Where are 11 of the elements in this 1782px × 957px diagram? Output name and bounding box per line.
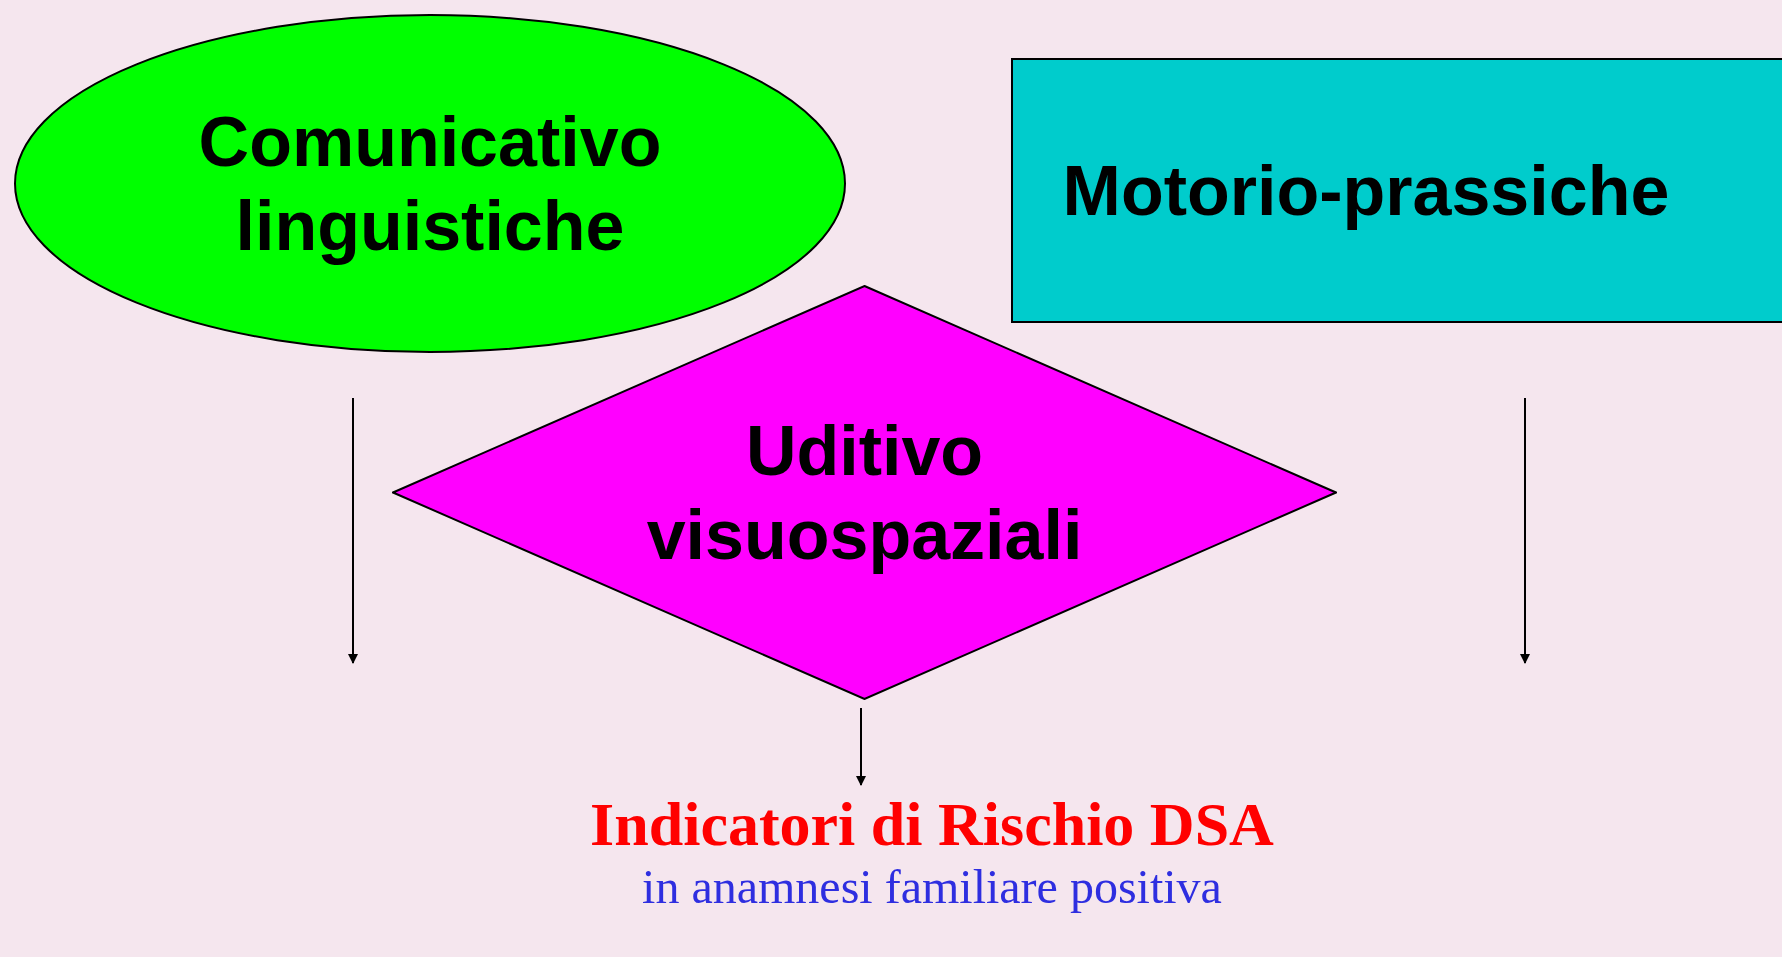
arrow bbox=[1520, 397, 1530, 664]
arrow bbox=[856, 707, 866, 786]
title-text: Indicatori di Rischio DSA bbox=[590, 790, 1274, 859]
node-label: Motorio-prassiche bbox=[1061, 150, 1671, 232]
decision-diamond bbox=[392, 285, 1337, 700]
ellipse-node bbox=[14, 14, 846, 353]
process-box bbox=[1011, 58, 1782, 323]
subtitle-text: in anamnesi familiare positiva bbox=[642, 859, 1222, 916]
node-label: Uditivo visuospaziali bbox=[645, 410, 1084, 576]
arrow bbox=[348, 397, 358, 664]
node-label: Comunicativo linguistiche bbox=[197, 101, 663, 267]
